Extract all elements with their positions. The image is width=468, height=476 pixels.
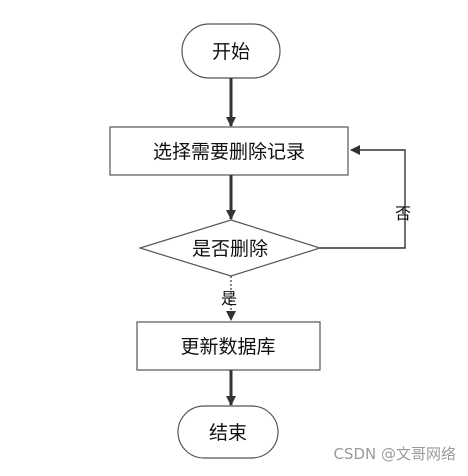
end-node: 结束 bbox=[177, 405, 279, 459]
arrow-decision-no-to-select bbox=[320, 145, 406, 249]
update-label: 更新数据库 bbox=[180, 336, 275, 358]
update-shape bbox=[136, 321, 321, 371]
no-edge-label: 否 bbox=[395, 204, 411, 223]
select-label: 选择需要删除记录 bbox=[153, 141, 305, 163]
yes-edge-label: 是 bbox=[221, 289, 237, 308]
decision-label: 是否删除 bbox=[192, 238, 268, 260]
watermark-text: CSDN @文哥网络 bbox=[333, 445, 456, 463]
end-label: 结束 bbox=[209, 422, 247, 444]
select-shape bbox=[109, 126, 349, 176]
update-node: 更新数据库 bbox=[136, 321, 321, 371]
end-shape bbox=[177, 405, 279, 459]
select-node: 选择需要删除记录 bbox=[109, 126, 349, 176]
decision-node: 是否删除 bbox=[137, 219, 322, 277]
start-node: 开始 bbox=[181, 23, 281, 79]
start-label: 开始 bbox=[212, 41, 250, 63]
